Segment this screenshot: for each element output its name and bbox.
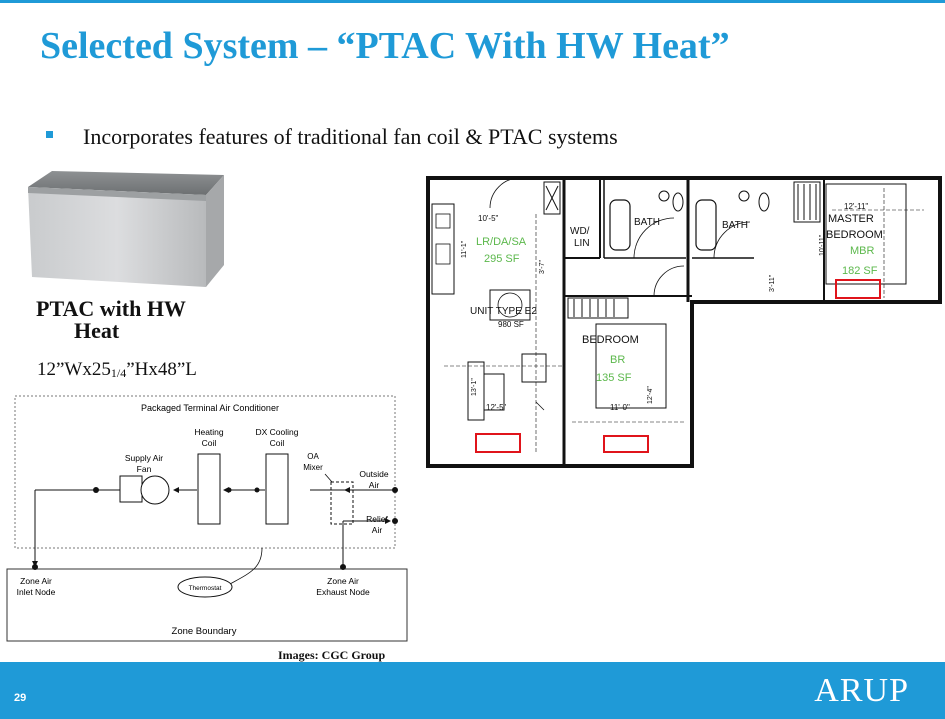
fan-housing	[119, 475, 143, 503]
cooling-coil-box	[265, 453, 289, 525]
footer-bar	[0, 662, 945, 719]
lr-dimension: 10'-5"	[478, 214, 499, 223]
dim-11-0: 11'-0"	[610, 403, 630, 412]
slide-title: Selected System – “PTAC With HW Heat”	[40, 25, 730, 67]
product-caption-line1: PTAC with HW	[36, 296, 186, 321]
product-dimensions: 12”Wx251/4”Hx48”L	[37, 359, 197, 381]
dim-12-4: 12'-4"	[647, 386, 654, 404]
floor-plan: 10'-5" LR/DA/SA 295 SF WD/ LIN BATH BATH…	[424, 174, 944, 479]
zone-boundary-label: Zone Boundary	[172, 626, 237, 637]
master-label-2: BEDROOM	[826, 229, 883, 241]
image-credit: Images: CGC Group	[278, 648, 386, 662]
thermostat-label: Thermostat	[189, 585, 222, 592]
heating-coil-label-1: Heating	[194, 427, 224, 437]
ptac-boundary	[14, 395, 396, 549]
dim-10-11: 10'-11"	[819, 234, 826, 256]
dim-11-1: 11'-1"	[461, 240, 468, 258]
outside-air-label-1: Outside	[359, 469, 389, 479]
unit-area: 980 SF	[498, 320, 524, 329]
oa-mixer-box	[330, 481, 354, 525]
lr-label: LR/DA/SA	[476, 236, 527, 248]
bullet-square-icon	[46, 131, 53, 138]
ptac-location-bedroom	[603, 435, 649, 453]
dims-part-a: 12”Wx25	[37, 359, 111, 380]
bath2-label: BATH	[722, 220, 748, 231]
cooling-coil-label-2: Coil	[270, 438, 285, 448]
dim-13-1: 13'-1"	[471, 378, 478, 396]
ptac-location-living	[475, 433, 521, 453]
dim-3-11: 3'-11"	[769, 274, 776, 292]
relief-air-label-1: Relief	[366, 514, 388, 524]
dims-part-b: ”Hx48”L	[126, 359, 197, 380]
mbr-area: 182 SF	[842, 265, 878, 277]
thermostat-icon	[177, 576, 233, 598]
wd-label: WD/	[570, 226, 590, 237]
diagram-title: Packaged Terminal Air Conditioner	[141, 403, 279, 413]
top-accent-bar	[0, 0, 945, 3]
lin-label: LIN	[574, 238, 590, 249]
lr-area: 295 SF	[484, 253, 520, 265]
dim-3-7: 3'-7"	[539, 260, 546, 274]
arup-logo: ARUP	[814, 672, 909, 709]
master-label-1: MASTER	[828, 213, 874, 225]
zone-inlet-label-1: Zone Air	[20, 576, 52, 586]
bath1-label: BATH	[634, 217, 660, 228]
ptac-unit-image	[28, 171, 224, 287]
heating-coil-label-2: Coil	[202, 438, 217, 448]
dim-12-5: 12'-5"	[486, 403, 507, 412]
bedroom-label: BEDROOM	[582, 334, 639, 346]
relief-air-label-2: Air	[372, 525, 383, 535]
zone-inlet-label-2: Inlet Node	[17, 587, 56, 597]
ptac-location-master	[835, 279, 881, 299]
supply-fan-icon	[140, 475, 170, 505]
heating-coil-box	[197, 453, 221, 525]
zone-boundary-box	[6, 568, 408, 642]
outside-air-label-2: Air	[369, 480, 380, 490]
zone-exhaust-label-1: Zone Air	[327, 576, 359, 586]
fan-label-2: Fan	[137, 464, 152, 474]
cooling-coil-label-1: DX Cooling	[256, 427, 299, 437]
mixer-label-2: Mixer	[303, 463, 323, 472]
page-number: 29	[14, 692, 27, 704]
master-dimension: 12'-11"	[844, 202, 868, 211]
mbr-label: MBR	[850, 245, 875, 257]
ptac-airflow-diagram: Packaged Terminal Air Conditioner Heatin…	[6, 395, 408, 642]
br-area: 135 SF	[596, 372, 632, 384]
mixer-label-1: OA	[307, 452, 319, 461]
bullet-text: Incorporates features of traditional fan…	[83, 124, 618, 149]
product-caption-line2: Heat	[74, 318, 120, 343]
br-label: BR	[610, 354, 625, 366]
dims-fraction: 1/4	[110, 366, 127, 380]
unit-type-label: UNIT TYPE E2	[470, 306, 537, 317]
zone-exhaust-label-2: Exhaust Node	[316, 587, 370, 597]
fan-label-1: Supply Air	[125, 453, 163, 463]
